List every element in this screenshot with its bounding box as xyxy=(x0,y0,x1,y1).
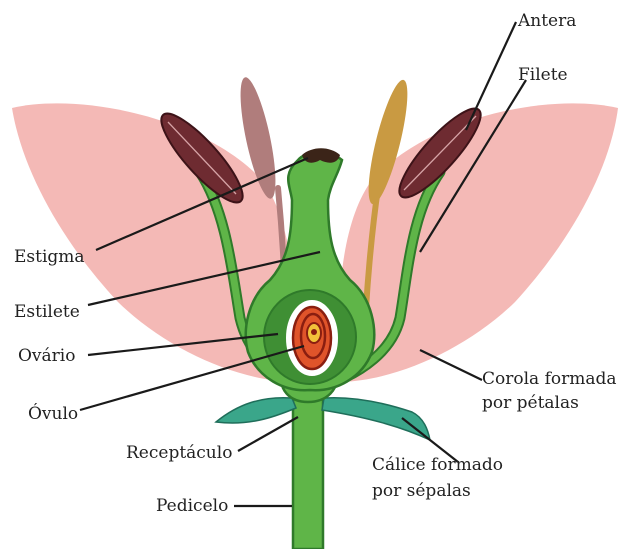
label-corola-line1: Corola formada xyxy=(482,369,617,389)
label-calice-line2: por sépalas xyxy=(372,481,471,501)
label-filete: Filete xyxy=(518,65,568,85)
label-corola-line2: por pétalas xyxy=(482,393,579,413)
label-ovulo: Óvulo xyxy=(28,403,78,424)
label-calice-line1: Cálice formado xyxy=(372,455,503,475)
label-antera: Antera xyxy=(517,11,576,31)
label-receptaculo: Receptáculo xyxy=(126,443,232,463)
label-pedicelo: Pedicelo xyxy=(156,496,228,516)
label-ovario: Ovário xyxy=(18,346,75,366)
leader-corola xyxy=(420,350,482,380)
pedicel xyxy=(293,392,323,549)
label-estigma: Estigma xyxy=(14,247,85,267)
ovule-core xyxy=(311,329,317,335)
label-estilete: Estilete xyxy=(14,302,80,322)
sepal-right xyxy=(322,398,430,440)
sepal-left xyxy=(216,398,296,423)
